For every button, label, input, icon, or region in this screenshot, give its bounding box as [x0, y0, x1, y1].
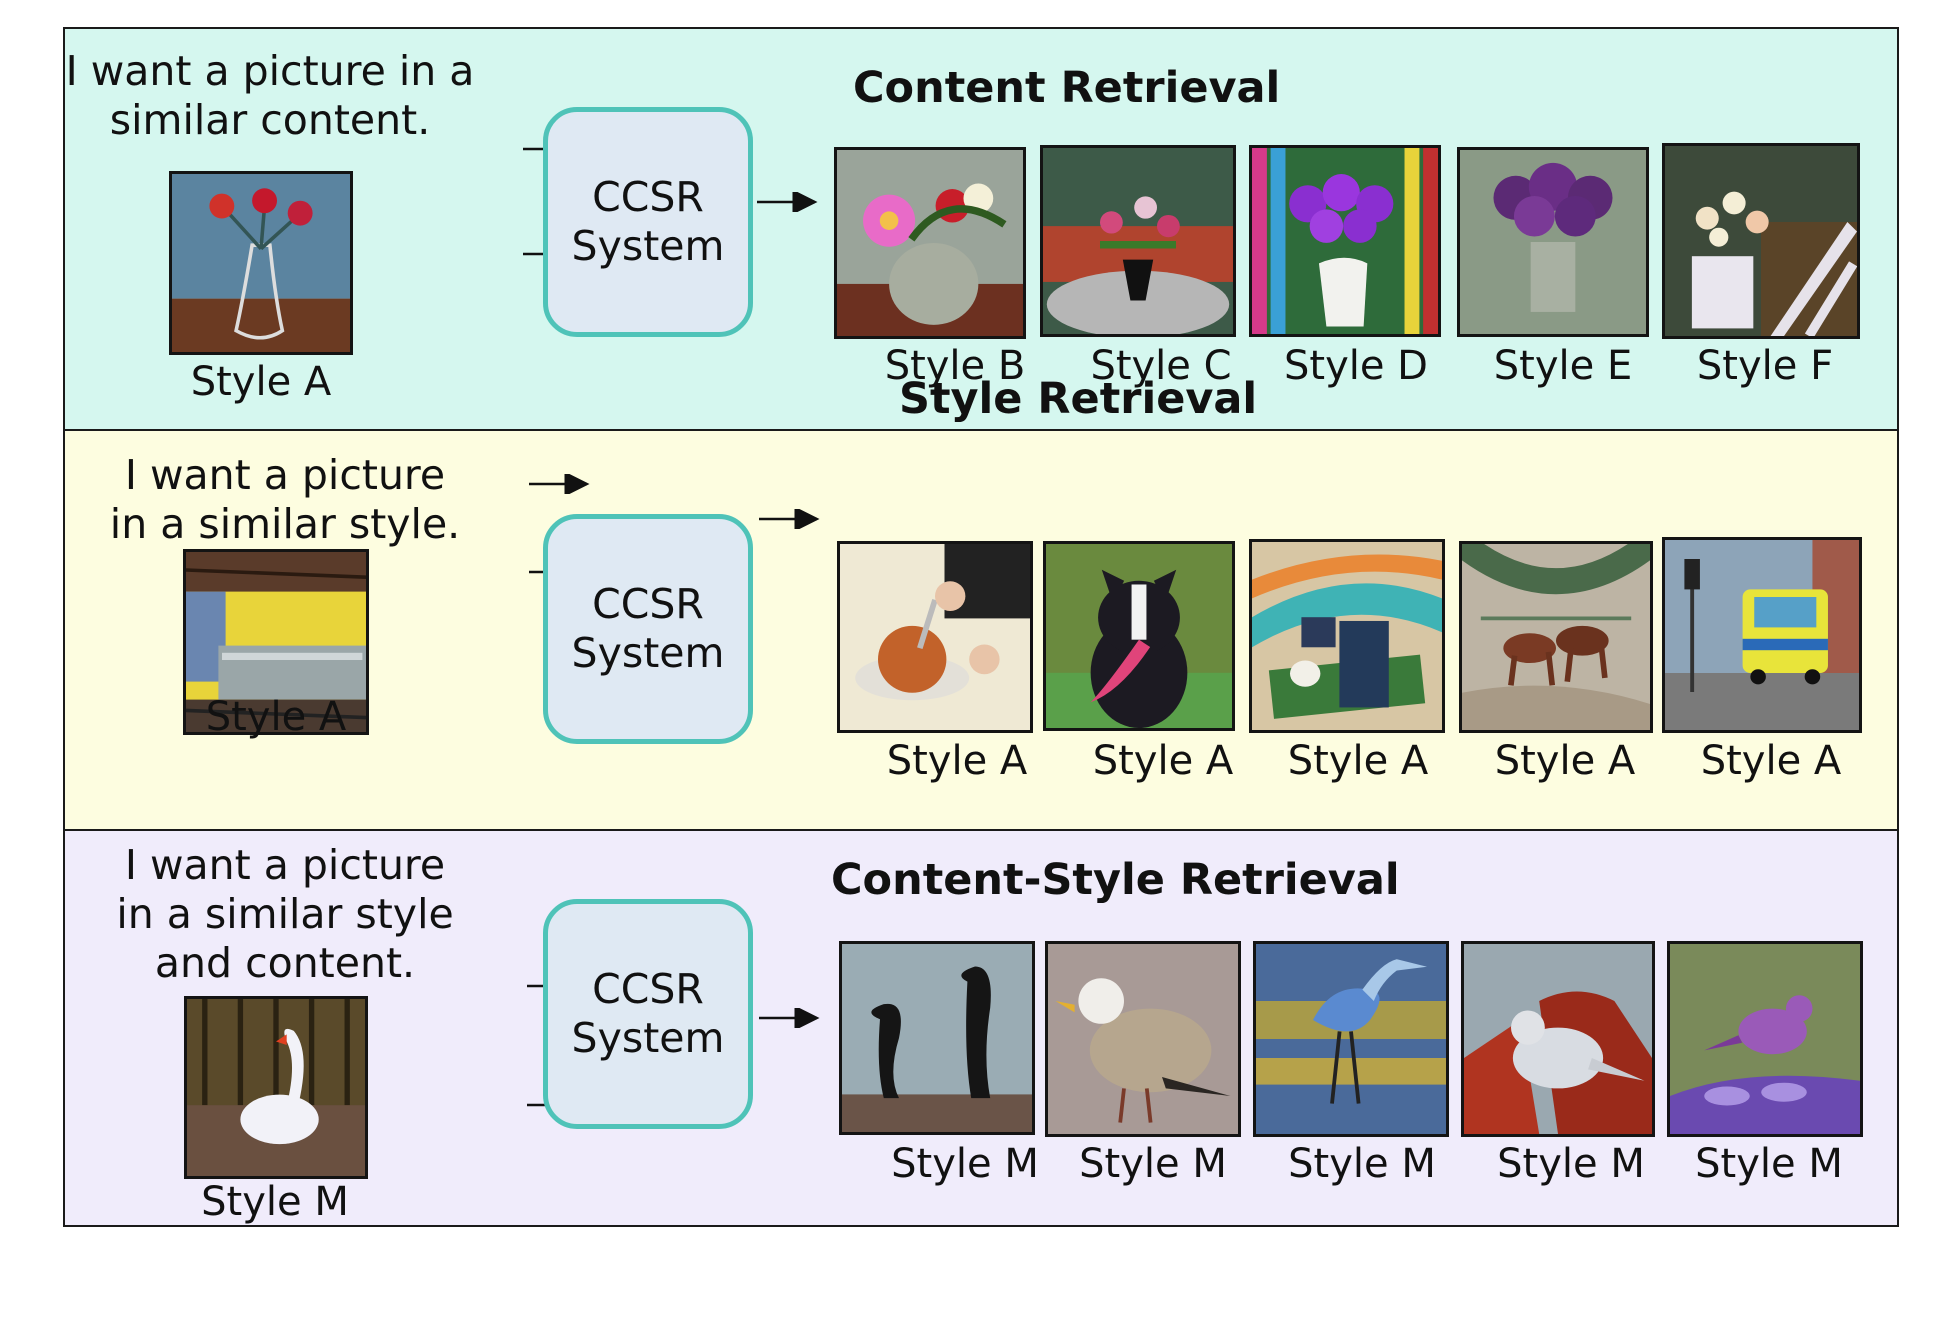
system-name: CCSR [592, 965, 704, 1013]
result-style-label: Style A [1494, 738, 1636, 784]
result-style-label: Style A [886, 738, 1028, 784]
ccsr-system-box: CCSR System [543, 899, 753, 1129]
query-image-swan [184, 996, 368, 1179]
query-image-flowers-vase [169, 171, 353, 355]
result-image-4 [1459, 541, 1653, 733]
result-image-2 [1045, 941, 1241, 1137]
result-image-5 [1667, 941, 1863, 1137]
result-image-5 [1662, 143, 1860, 339]
output-arrow [759, 1008, 820, 1028]
result-style-label: Style M [1497, 1141, 1645, 1187]
ccsr-system-box: CCSR System [543, 107, 753, 337]
system-suffix: System [571, 1014, 725, 1062]
query-image-kitchen [183, 549, 369, 735]
result-image-4 [1457, 147, 1649, 337]
result-image-3 [1253, 941, 1449, 1137]
system-name: CCSR [592, 173, 704, 221]
result-style-label: Style M [1288, 1141, 1436, 1187]
content-retrieval-panel: I want a picture in a similar content. S… [65, 29, 1897, 429]
query-style-label: Style M [201, 1179, 349, 1225]
panel-title: Content Retrieval [853, 63, 1281, 113]
result-image-1 [834, 147, 1026, 339]
result-style-label: Style D [1284, 343, 1428, 389]
result-image-1 [837, 541, 1033, 733]
query-style-label: Style A [190, 359, 332, 405]
ccsr-system-box: CCSR System [543, 514, 753, 744]
panel-title: Style Retrieval [899, 374, 1258, 424]
result-style-label: Style A [1092, 738, 1234, 784]
retrieval-figure: I want a picture in a similar content. S… [63, 27, 1899, 1227]
result-style-label: Style E [1493, 343, 1633, 389]
content-style-retrieval-panel: I want a picture in a similar style and … [65, 829, 1897, 1225]
result-image-2 [1040, 145, 1236, 337]
result-style-label: Style A [1700, 738, 1842, 784]
result-image-2 [1043, 541, 1235, 731]
system-name: CCSR [592, 580, 704, 628]
system-suffix: System [571, 629, 725, 677]
result-style-label: Style F [1696, 343, 1834, 389]
output-arrow [759, 509, 820, 529]
panel-title: Content-Style Retrieval [831, 855, 1400, 905]
result-image-5 [1662, 537, 1862, 733]
output-arrow [757, 192, 818, 212]
system-suffix: System [571, 222, 725, 270]
style-retrieval-panel: I want a picture in a similar style. Sty… [65, 374, 1897, 829]
query-prompt: I want a picture in a similar style. [109, 451, 461, 548]
query-style-label: Style A [205, 694, 347, 740]
result-style-label: Style M [891, 1141, 1039, 1187]
result-style-label: Style A [1287, 738, 1429, 784]
result-style-label: Style M [1695, 1141, 1843, 1187]
result-style-label: Style M [1079, 1141, 1227, 1187]
result-image-1 [839, 941, 1035, 1135]
result-style-label: Style C [1090, 343, 1232, 389]
result-style-label: Style B [884, 343, 1026, 389]
input-arrow-top [529, 474, 590, 494]
result-image-3 [1249, 145, 1441, 337]
query-prompt: I want a picture in a similar style and … [116, 841, 454, 987]
result-image-3 [1249, 539, 1445, 733]
result-image-4 [1461, 941, 1655, 1137]
query-prompt: I want a picture in a similar content. [65, 47, 475, 144]
